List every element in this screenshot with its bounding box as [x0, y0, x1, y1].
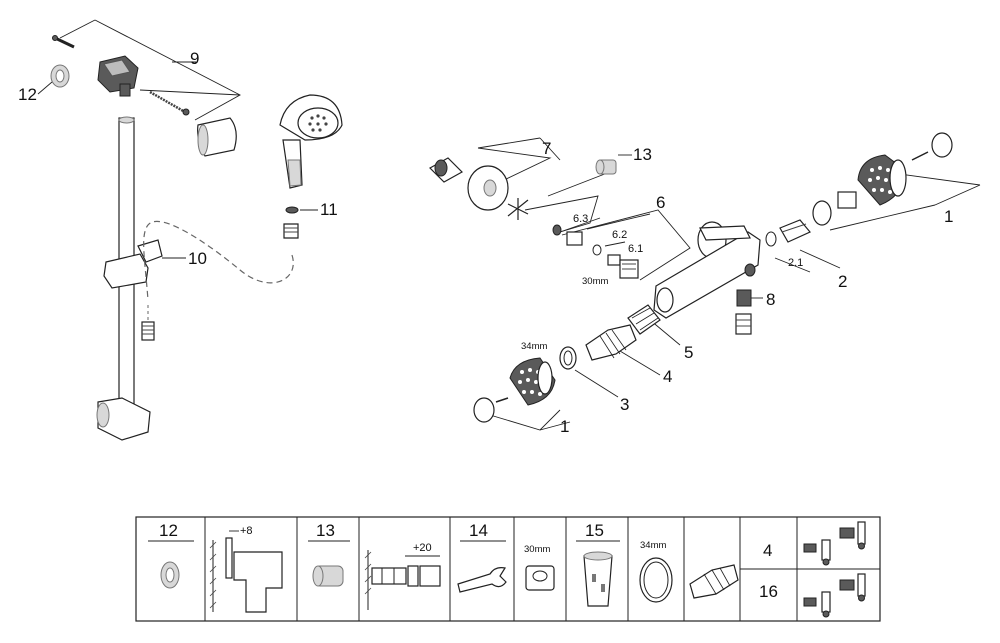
shower-rail-assembly [37, 19, 343, 441]
table-header-14: 14 [469, 521, 488, 540]
thermostat-assembly [429, 132, 981, 431]
table-nut-30mm-icon [525, 565, 555, 591]
table-wall-holder-icon [209, 530, 283, 613]
shower-hose [143, 220, 294, 301]
callout-6-3: 6.3 [573, 213, 588, 225]
table-plus-8: +8 [240, 525, 253, 537]
callout-8: 8 [766, 290, 775, 309]
long-screw [149, 90, 190, 116]
table-row-16: 16 [759, 582, 778, 601]
table-ring-12-icon [160, 561, 180, 589]
table-extension-icon [364, 550, 441, 610]
dim-34mm: 34mm [521, 341, 547, 352]
callout-2: 2 [838, 272, 847, 291]
table-plus-20: +20 [413, 542, 432, 554]
table-dim-34mm: 34mm [640, 540, 666, 551]
callout-7: 7 [542, 139, 551, 158]
rosette-ring-12 [37, 64, 70, 95]
table-header-13: 13 [316, 521, 335, 540]
thermostat-body [653, 221, 761, 319]
callout-1-left: 1 [560, 417, 569, 436]
callout-3: 3 [620, 395, 629, 414]
thermo-element-4 [585, 324, 637, 361]
callout-9: 9 [190, 49, 199, 68]
table-adapter-13-icon [312, 565, 344, 587]
cartridge-set-6 [552, 224, 639, 279]
handle-7 [429, 157, 529, 220]
rail-wall-holder [97, 55, 139, 97]
spare-parts-table: 12 13 14 15 +8 +20 30mm 34mm 4 16 [135, 516, 881, 622]
table-header-12: 12 [159, 521, 178, 540]
adapter-13 [595, 159, 617, 175]
fitting-8 [735, 289, 752, 335]
table-kit-4-icon [803, 521, 866, 566]
callout-12: 12 [18, 85, 37, 104]
table-dim-30mm: 30mm [524, 544, 550, 555]
callout-4: 4 [663, 367, 672, 386]
callout-11: 11 [320, 200, 338, 219]
ring-3 [559, 346, 577, 370]
callout-10: 10 [188, 249, 207, 268]
rail-end-cap [197, 117, 237, 157]
table-row-4: 4 [763, 541, 772, 560]
table-thermo-element-icon [689, 564, 739, 599]
hand-shower [279, 94, 343, 239]
callout-6-2: 6.2 [612, 229, 627, 241]
callout-1-right: 1 [944, 207, 953, 226]
callout-5: 5 [684, 343, 693, 362]
hose-nut [141, 321, 155, 341]
table-ring-34mm-icon [639, 557, 673, 603]
wall-screw-9 [52, 35, 75, 49]
table-kit-16-icon [803, 573, 866, 618]
flow-handle-left [473, 357, 556, 423]
dim-30mm: 30mm [582, 276, 608, 287]
callout-2-1: 2.1 [788, 257, 803, 269]
temperature-handle-right [857, 132, 953, 206]
callout-6: 6 [656, 193, 665, 212]
table-wrench-14-icon [457, 567, 507, 593]
cartridge-5 [627, 304, 661, 335]
table-sleeve-15-icon [583, 551, 613, 607]
table-header-15: 15 [585, 521, 604, 540]
check-valve-2 [765, 191, 857, 247]
callout-6-1: 6.1 [628, 243, 643, 255]
callout-13: 13 [633, 145, 652, 164]
